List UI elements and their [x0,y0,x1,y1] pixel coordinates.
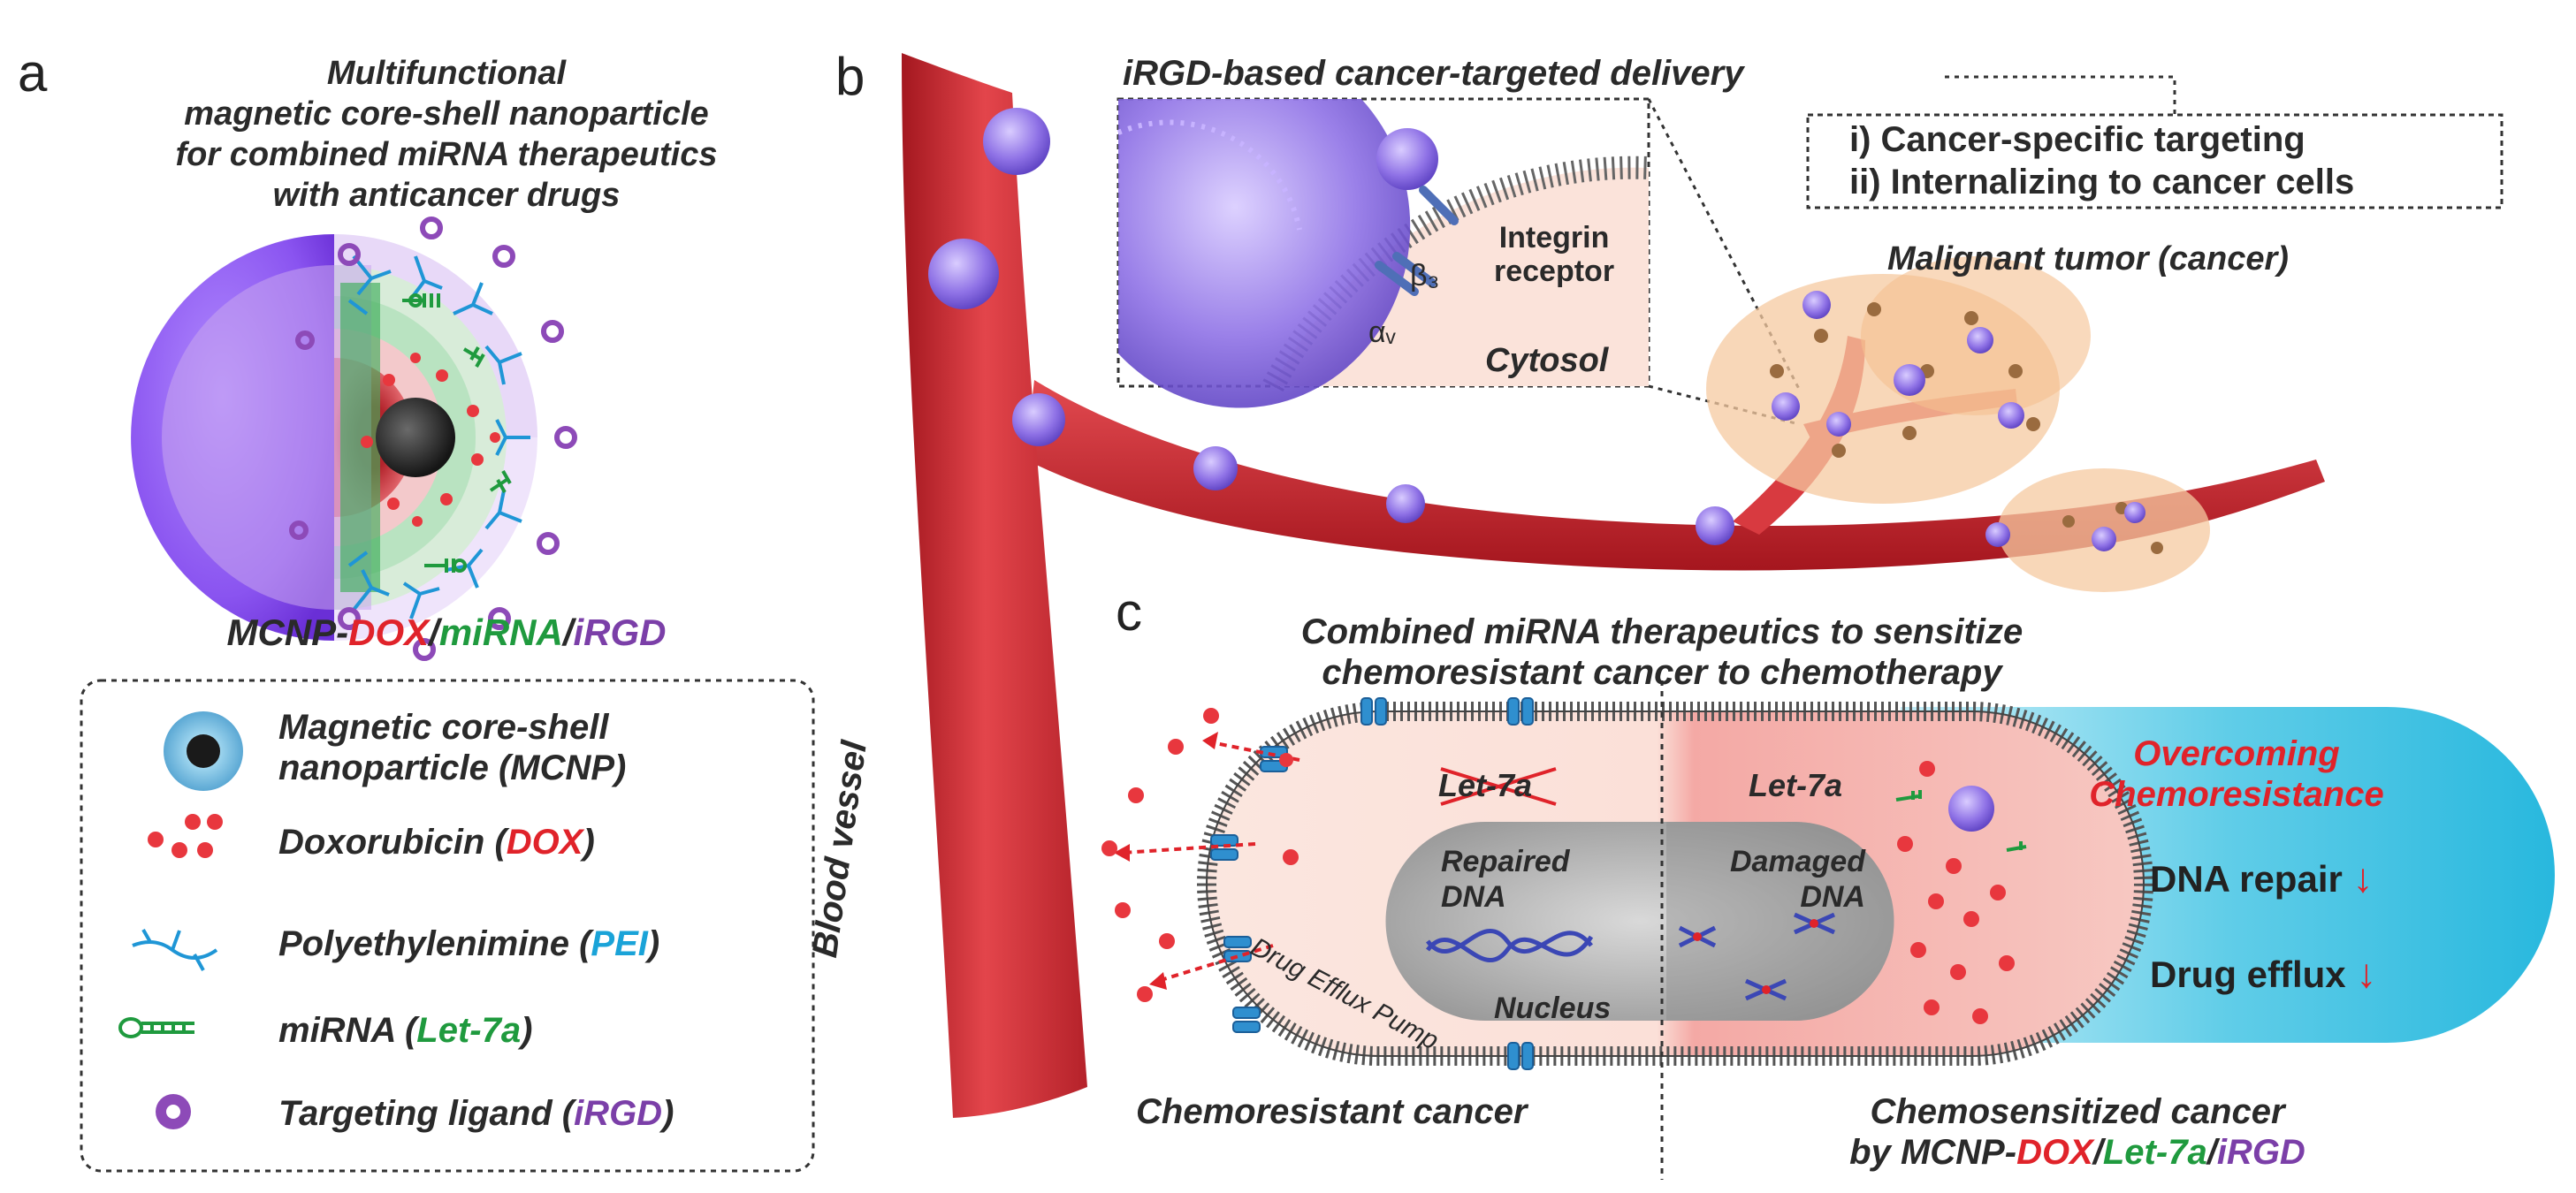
alpha-v-label: αᵥ [1368,315,1396,349]
damaged-dna-label: Damaged DNA [1729,845,1865,914]
repaired-dna [1426,928,1594,963]
targeting-box [1806,113,2504,209]
efflux-pumps [1210,697,1534,1070]
expelled-dox [1101,708,1299,1002]
panel-b-title: iRGD-based cancer-targeted delivery [1123,54,1744,93]
integrin-label: Integrin receptor [1494,221,1615,288]
overcoming-label: Overcoming Chemoresistance [2089,734,2384,814]
chemoresistant-caption: Chemoresistant cancer [1136,1092,1528,1131]
tumor-cluster [1706,256,2210,592]
inset-integrin [1117,97,1650,408]
legend-ligand-label: Targeting ligand (iRGD) [278,1094,674,1133]
mirna-icon [118,1017,194,1038]
panel-b [902,53,2504,1118]
panel-c-label: c [1116,582,1142,642]
targeting-box-text: i) Cancer-specific targeting ii) Interna… [1849,120,2355,201]
down-arrow-icon: ↓ [2352,855,2374,900]
pei-icon [132,929,218,971]
mcnp-formula: MCNP-DOX/miRNA/iRGD [226,612,667,653]
panel-a [80,217,815,1173]
nucleus [1385,822,1894,1021]
let7a-crossed-label: Let-7a [1438,767,1533,803]
panel-c-title: Combined miRNA therapeutics to sensitize… [1300,612,2023,692]
panel-c [1101,680,2555,1180]
let7a-label: Let-7a [1749,767,1843,803]
repaired-dna-label: Repaired DNA [1441,845,1570,914]
legend-dox-label: Doxorubicin (DOX) [278,823,595,862]
legend-pei-label: Polyethylenimine (PEI) [278,924,660,963]
circulating-nanoparticles [928,108,1734,545]
dox-icon [148,814,223,858]
down-arrow-icon: ↓ [2356,950,2377,996]
dna-repair-label: DNA repair ↓ [2150,855,2374,900]
legend-box [80,679,815,1173]
panel-a-label: a [18,43,48,103]
tumor-label: Malignant tumor (cancer) [1887,240,2289,277]
nucleus-label: Nucleus [1494,992,1612,1025]
drug-efflux-label: Drug efflux ↓ [2150,950,2377,996]
cytosol-label: Cytosol [1485,342,1609,379]
panel-b-label: b [835,47,865,106]
beta3-label: β₃ [1410,259,1440,293]
mcnp-illustration [131,217,577,661]
legend-mirna-label: miRNA (Let-7a) [278,1011,533,1050]
intracellular-dox [1897,761,2015,1024]
legend-mcnp-label: Magnetic core-shell nanoparticle (MCNP) [278,708,627,787]
ligand-icon [156,1094,191,1129]
chemosensitized-caption: Chemosensitized cancer by MCNP-DOX/Let-7… [1849,1092,2305,1172]
blood-vessel [902,53,1087,1118]
panel-a-title: Multifunctional magnetic core-shell nano… [175,55,718,214]
